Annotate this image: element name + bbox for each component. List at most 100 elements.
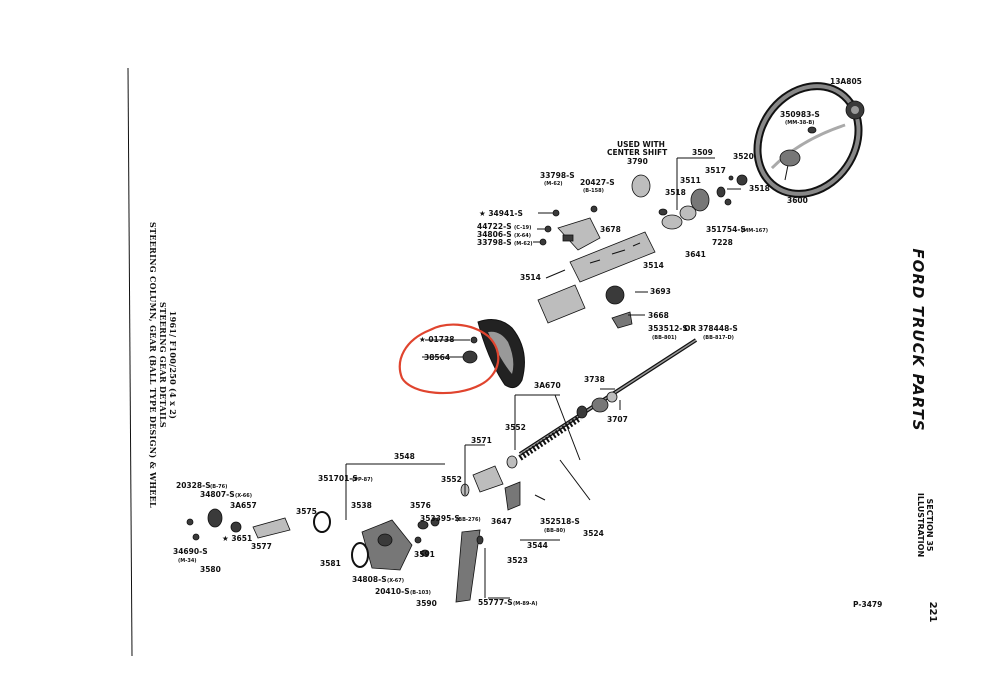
figure-id: P-3479 [853, 600, 882, 609]
gear-housing [351, 519, 413, 571]
label-3552-b: 3552 [441, 475, 462, 484]
figure-caption: STEERING COLUMN, GEAR (BALL TYPE DESIGN)… [148, 222, 178, 508]
label-353512: 353512-S [648, 324, 688, 333]
label-3514-a: 3514 [520, 273, 541, 282]
label-33798-a: 33798-S [540, 171, 575, 180]
label-3523: 3523 [507, 556, 528, 565]
label-or: OR [684, 324, 696, 333]
label-3580: 3580 [200, 565, 221, 574]
label-01738: ★ 01738 [419, 335, 454, 344]
label-3A657: 3A657 [230, 501, 257, 510]
label-3707: 3707 [607, 415, 628, 424]
label-350983-sub: (MM-38-B) [785, 120, 814, 126]
label-34806: 34806-S [477, 230, 512, 239]
label-34807-sub: (X-66) [235, 493, 252, 499]
horn-button [845, 100, 865, 120]
page-rule [127, 67, 133, 657]
label-34808: 34808-S [352, 575, 387, 584]
label-7228: 7228 [712, 238, 733, 247]
label-378448-sub: (BB-817-D) [703, 335, 734, 341]
label-353395-sub: (BB-276) [456, 517, 481, 523]
label-3538: 3538 [351, 501, 372, 510]
sector-shaft [186, 508, 331, 541]
label-20410: 20410-S [375, 587, 410, 596]
label-3509: 3509 [692, 148, 713, 157]
label-34806-sub: (X-64) [514, 233, 531, 239]
label-33798-b-sub: (M-62) [514, 241, 533, 247]
column-upper-parts [631, 174, 748, 230]
label-353512-sub: (BB-801) [652, 335, 677, 341]
section-line-1: ILLUSTRATION [916, 493, 925, 557]
caption-line-3: 1961/ F100/250 (4 x 2) [168, 311, 178, 419]
label-3576: 3576 [410, 501, 431, 510]
section-line-2: SECTION 35 [925, 499, 934, 552]
label-55777: 55777-S [478, 598, 513, 607]
label-20410-sub: (B-103) [410, 590, 431, 596]
label-3651: ★ 3651 [222, 534, 252, 543]
label-3544: 3544 [527, 541, 548, 550]
label-13A805: 13A805 [830, 77, 862, 86]
seal-retainer [470, 336, 478, 344]
label-3668: 3668 [648, 311, 669, 320]
shift-housing [539, 205, 601, 251]
label-352518-sub: (BB-80) [544, 528, 565, 534]
caption-line-2: STEERING GEAR DETAILS [158, 302, 168, 428]
label-351701: 351701-S [318, 474, 358, 483]
label-20427: 20427-S [580, 178, 615, 187]
ford-truck-parts-title: FORD TRUCK PARTS [909, 248, 927, 431]
label-352518: 352518-S [540, 517, 580, 526]
steering-wheel [753, 82, 863, 198]
lower-brackets [345, 444, 591, 599]
lower-bearing-clamp [611, 311, 633, 329]
label-3548: 3548 [394, 452, 415, 461]
label-3693: 3693 [650, 287, 671, 296]
ball-nut [472, 465, 504, 493]
label-44722-sub: (C-19) [514, 225, 531, 231]
label-3520: 3520 [733, 152, 754, 161]
red-annotation-circle [398, 323, 500, 395]
label-3678: 3678 [600, 225, 621, 234]
label-3571: 3571 [471, 436, 492, 445]
label-34941: ★ 34941-S [479, 209, 523, 218]
seal-bearing [462, 350, 478, 364]
label-3511: 3511 [680, 176, 701, 185]
label-378448: 378448-S [698, 324, 738, 333]
label-34807: 34807-S [200, 490, 235, 499]
label-33798-a-sub: (M-62) [544, 181, 563, 187]
lower-tube [537, 284, 625, 324]
label-3A670: 3A670 [534, 381, 561, 390]
label-3514-b: 3514 [643, 261, 664, 270]
label-351754: 351754-S [706, 225, 746, 234]
label-353395: 353395-S [420, 514, 460, 523]
label-20328: 20328-S [176, 481, 211, 490]
page-number-text: 221 [927, 602, 938, 623]
label-3518b: 3518 [749, 184, 770, 193]
callout-labels: 13A805 350983-S (MM-38-B) USED WITH CENT… [173, 77, 862, 608]
label-20328-sub: (B-76) [210, 484, 227, 490]
label-3575: 3575 [296, 507, 317, 516]
label-3552-a: 3552 [505, 423, 526, 432]
label-3790: 3790 [627, 157, 648, 166]
label-34690: 34690-S [173, 547, 208, 556]
label-350983: 350983-S [780, 110, 820, 119]
label-center-shift: CENTER SHIFT [607, 148, 668, 157]
label-33798-b: 33798-S [477, 238, 512, 247]
label-3591: 3591 [414, 550, 435, 559]
label-55777-sub: (M-89-A) [513, 601, 538, 607]
label-3577: 3577 [251, 542, 272, 551]
caption-line-1: STEERING COLUMN, GEAR (BALL TYPE DESIGN)… [148, 222, 158, 508]
leader-lines [422, 157, 741, 358]
label-3600: 3600 [787, 196, 808, 205]
label-3738: 3738 [584, 375, 605, 384]
column-tube [569, 231, 656, 283]
label-3518a: 3518 [665, 188, 686, 197]
gear-cover [414, 455, 546, 557]
label-351701-sub: (PP-87) [352, 477, 373, 483]
label-351754-sub: (MM-167) [741, 228, 768, 234]
floor-seal [477, 319, 525, 389]
callout-brackets [514, 388, 621, 461]
label-3524: 3524 [583, 529, 604, 538]
label-3647: 3647 [491, 517, 512, 526]
